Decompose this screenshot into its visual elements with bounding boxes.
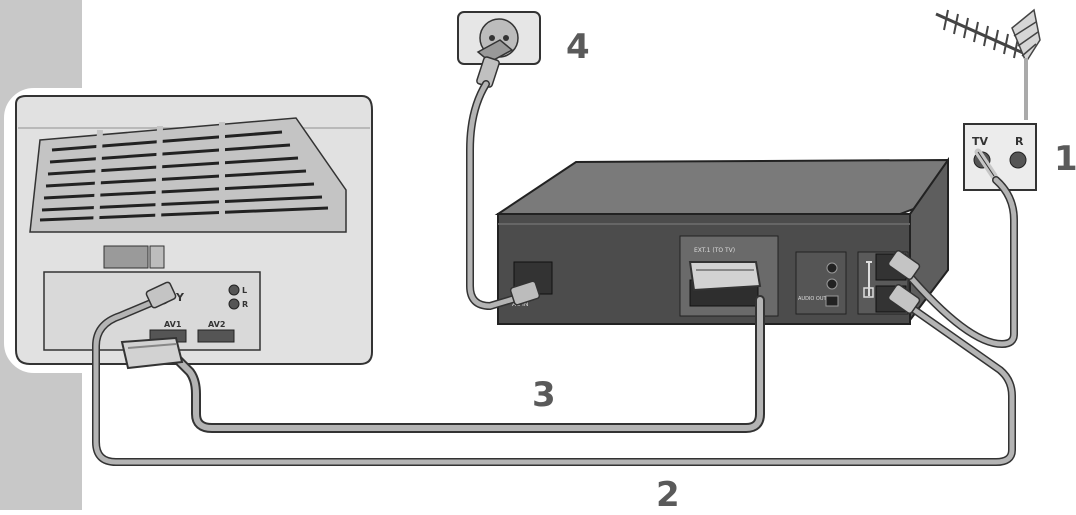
tv-aerial-symbol: Y — [175, 291, 185, 304]
tv-audio-right-label: R — [242, 300, 248, 309]
antenna-socket-tv-label: TV — [972, 135, 989, 148]
step-label-4: 4 — [566, 27, 590, 67]
scart-plug-icon — [120, 261, 762, 370]
tv-av1-label: AV1 — [164, 320, 182, 329]
vcr-top — [494, 158, 949, 215]
tv-vent-grille — [39, 130, 329, 222]
tv-av2-label: AV2 — [208, 320, 225, 329]
tv-scart-av2 — [197, 329, 235, 343]
tv-audio-left-label: L — [242, 286, 247, 295]
antenna-icon — [935, 8, 1041, 120]
coax-plug-icon — [145, 250, 921, 314]
tv-rear: Y L R AV1 AV2 — [4, 88, 384, 373]
power-plug-icon — [509, 280, 541, 306]
vcr-audio-label: AUDIO OUT — [798, 296, 828, 302]
antenna-socket-radio-label: R — [1015, 135, 1024, 148]
vcr-scart-label: EXT.1 (TO TV) — [694, 247, 735, 254]
tv-label-plate — [103, 245, 149, 269]
step-label-3: 3 — [532, 375, 556, 415]
step-label-2: 2 — [656, 475, 680, 515]
wall-outlet-icon — [457, 11, 541, 88]
vcr-rear: AC IN EXT.1 (TO TV) AUDIO OUT — [494, 156, 949, 325]
step-label-1: 1 — [1054, 139, 1076, 179]
